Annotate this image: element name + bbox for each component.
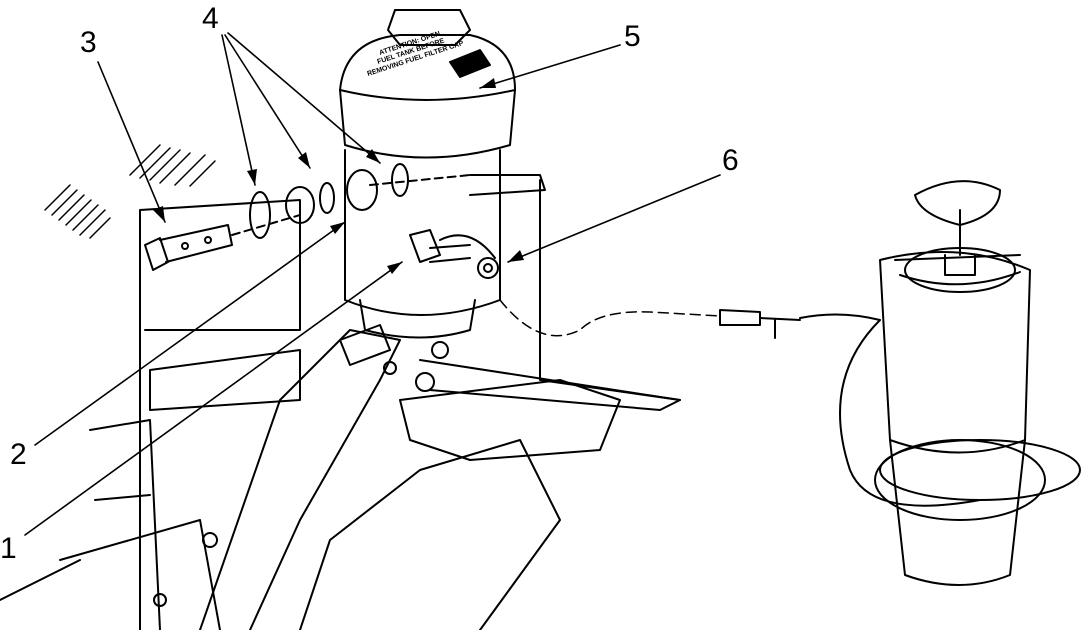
callout-6: 6 xyxy=(722,144,739,177)
callout-2: 2 xyxy=(10,438,27,471)
o-ring xyxy=(249,191,271,239)
fuel-priming-sprayer xyxy=(719,180,1081,586)
callout-4: 4 xyxy=(202,2,219,35)
o-ring xyxy=(319,182,335,214)
hatch-shading xyxy=(44,144,216,239)
o-ring xyxy=(391,163,409,197)
callout-1: 1 xyxy=(0,532,17,565)
arrowheads xyxy=(153,78,524,274)
leader-lines xyxy=(24,32,721,536)
callout-5: 5 xyxy=(624,20,641,53)
bleed-fitting xyxy=(409,229,499,279)
fuel-filter-housing xyxy=(344,149,546,339)
callout-3: 3 xyxy=(80,26,97,59)
banjo-fitting xyxy=(285,186,315,224)
banjo-fitting xyxy=(346,169,378,211)
banjo-bolt xyxy=(144,214,301,271)
engine-frame xyxy=(0,179,681,630)
